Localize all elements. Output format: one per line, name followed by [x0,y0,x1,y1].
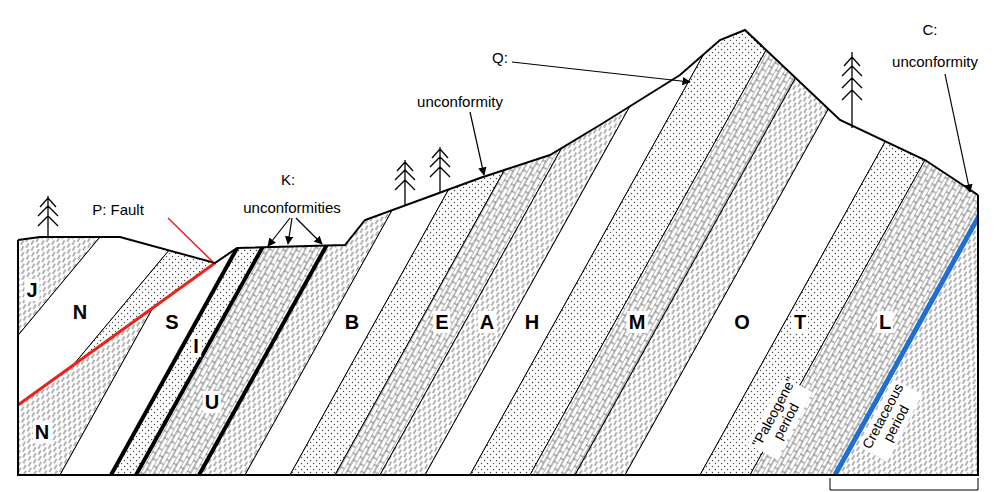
stratum-letter: S [163,311,180,333]
stratum-letter: A [478,311,496,333]
callout-label: Q: [490,50,510,67]
fault-label: P: Fault [90,202,146,219]
stratum-letter: B [343,311,361,333]
unconformity-contact [111,0,375,475]
stratum-letter: N [71,301,89,323]
stratum-letter: T [792,311,808,333]
stratum-letter: L [877,311,893,333]
stratum-letter: J [24,279,39,301]
tree-symbols [38,52,862,238]
stratum-letter: M [627,311,648,333]
unconformity-note: unconformity [890,54,980,71]
stratum-letter: E [433,311,450,333]
stratum-letter: O [732,311,752,333]
unconformity-contact [136,0,400,475]
stratum-letter: H [523,311,541,333]
stratum-letter: N [33,421,51,443]
callout-label: C: [921,22,940,39]
stratum-letter: I [191,335,201,357]
leader-lines [168,62,970,262]
unconformity-note: unconformity [415,94,505,111]
stratum-band [0,0,378,405]
unconformity-contact [199,0,463,475]
surface-profile [18,30,978,263]
period-bracket [830,478,978,490]
frame [18,195,978,475]
unconformity-note: unconformities [241,200,343,217]
callout-label: K: [279,172,297,189]
stratum-letter: U [203,391,221,413]
fault-line [18,263,215,405]
